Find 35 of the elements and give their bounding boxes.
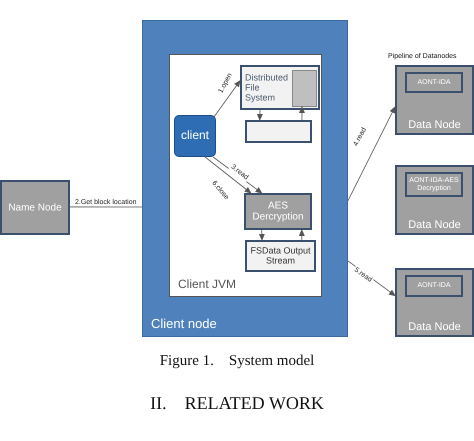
node-label: Client JVM <box>178 278 236 292</box>
client-node-panel <box>142 20 348 337</box>
node-label: client <box>180 129 210 143</box>
arrow <box>214 80 241 118</box>
arrow <box>298 229 305 240</box>
node-label: FSData Output Stream <box>249 246 312 266</box>
node-label: Distributed File System <box>245 72 290 104</box>
figure-caption: Figure 1. System model <box>158 353 316 370</box>
name-node-box <box>0 180 70 235</box>
algorithm-box <box>405 172 463 197</box>
stream-box <box>245 240 316 272</box>
data-node-box <box>395 268 474 337</box>
node-label: Data Node <box>407 321 462 334</box>
empty-box <box>245 120 312 143</box>
algorithm-box <box>405 72 463 93</box>
arrow <box>348 106 396 202</box>
arrow <box>258 230 265 241</box>
data-node-box <box>395 165 474 235</box>
arrow <box>204 156 252 194</box>
client-box <box>174 115 216 157</box>
arrow <box>298 106 305 120</box>
arrow <box>256 110 263 121</box>
node-label: Name Node <box>7 202 63 214</box>
small-box <box>292 70 317 107</box>
data-node-box <box>395 65 474 135</box>
decryption-box <box>244 193 312 230</box>
algorithm-box <box>405 275 463 297</box>
arrow <box>212 156 262 194</box>
node-label: Data Node <box>407 219 462 232</box>
jvm-panel <box>169 54 322 297</box>
section-heading: II. RELATED WORK <box>149 393 325 414</box>
node-label: Client node <box>151 317 217 332</box>
file-system-box <box>240 65 320 110</box>
node-label: AES Dercryption <box>251 200 305 223</box>
node-label: Data Node <box>407 119 462 132</box>
